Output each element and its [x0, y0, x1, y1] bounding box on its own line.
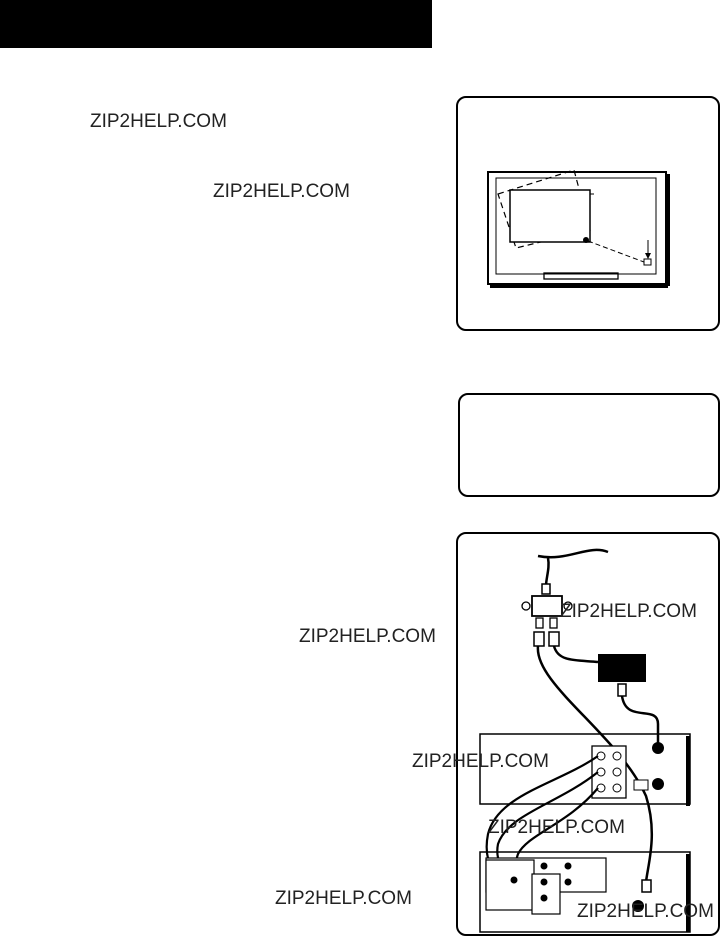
connection-diagram-panel	[456, 532, 720, 936]
header-bar	[0, 0, 432, 48]
watermark-text: ZIP2HELP.COM	[275, 888, 412, 909]
converter-box	[598, 654, 646, 682]
watermark-text: ZIP2HELP.COM	[577, 901, 714, 922]
note-panel	[458, 393, 720, 497]
watermark-text: ZIP2HELP.COM	[213, 181, 350, 202]
tv-illustration-panel	[456, 96, 720, 331]
watermark-text: ZIP2HELP.COM	[488, 817, 625, 838]
incoming-cable	[537, 548, 609, 559]
watermark-text: ZIP2HELP.COM	[90, 111, 227, 132]
watermark-text: ZIP2HELP.COM	[412, 751, 549, 772]
sensor	[643, 258, 652, 266]
tv-diagram	[487, 169, 670, 288]
panel-box	[509, 189, 591, 243]
splitter	[531, 595, 563, 617]
knob	[583, 237, 589, 243]
watermark-text: ZIP2HELP.COM	[560, 601, 697, 622]
watermark-text: ZIP2HELP.COM	[299, 626, 436, 647]
connection-diagram	[479, 548, 691, 933]
tv-slot	[543, 272, 619, 280]
